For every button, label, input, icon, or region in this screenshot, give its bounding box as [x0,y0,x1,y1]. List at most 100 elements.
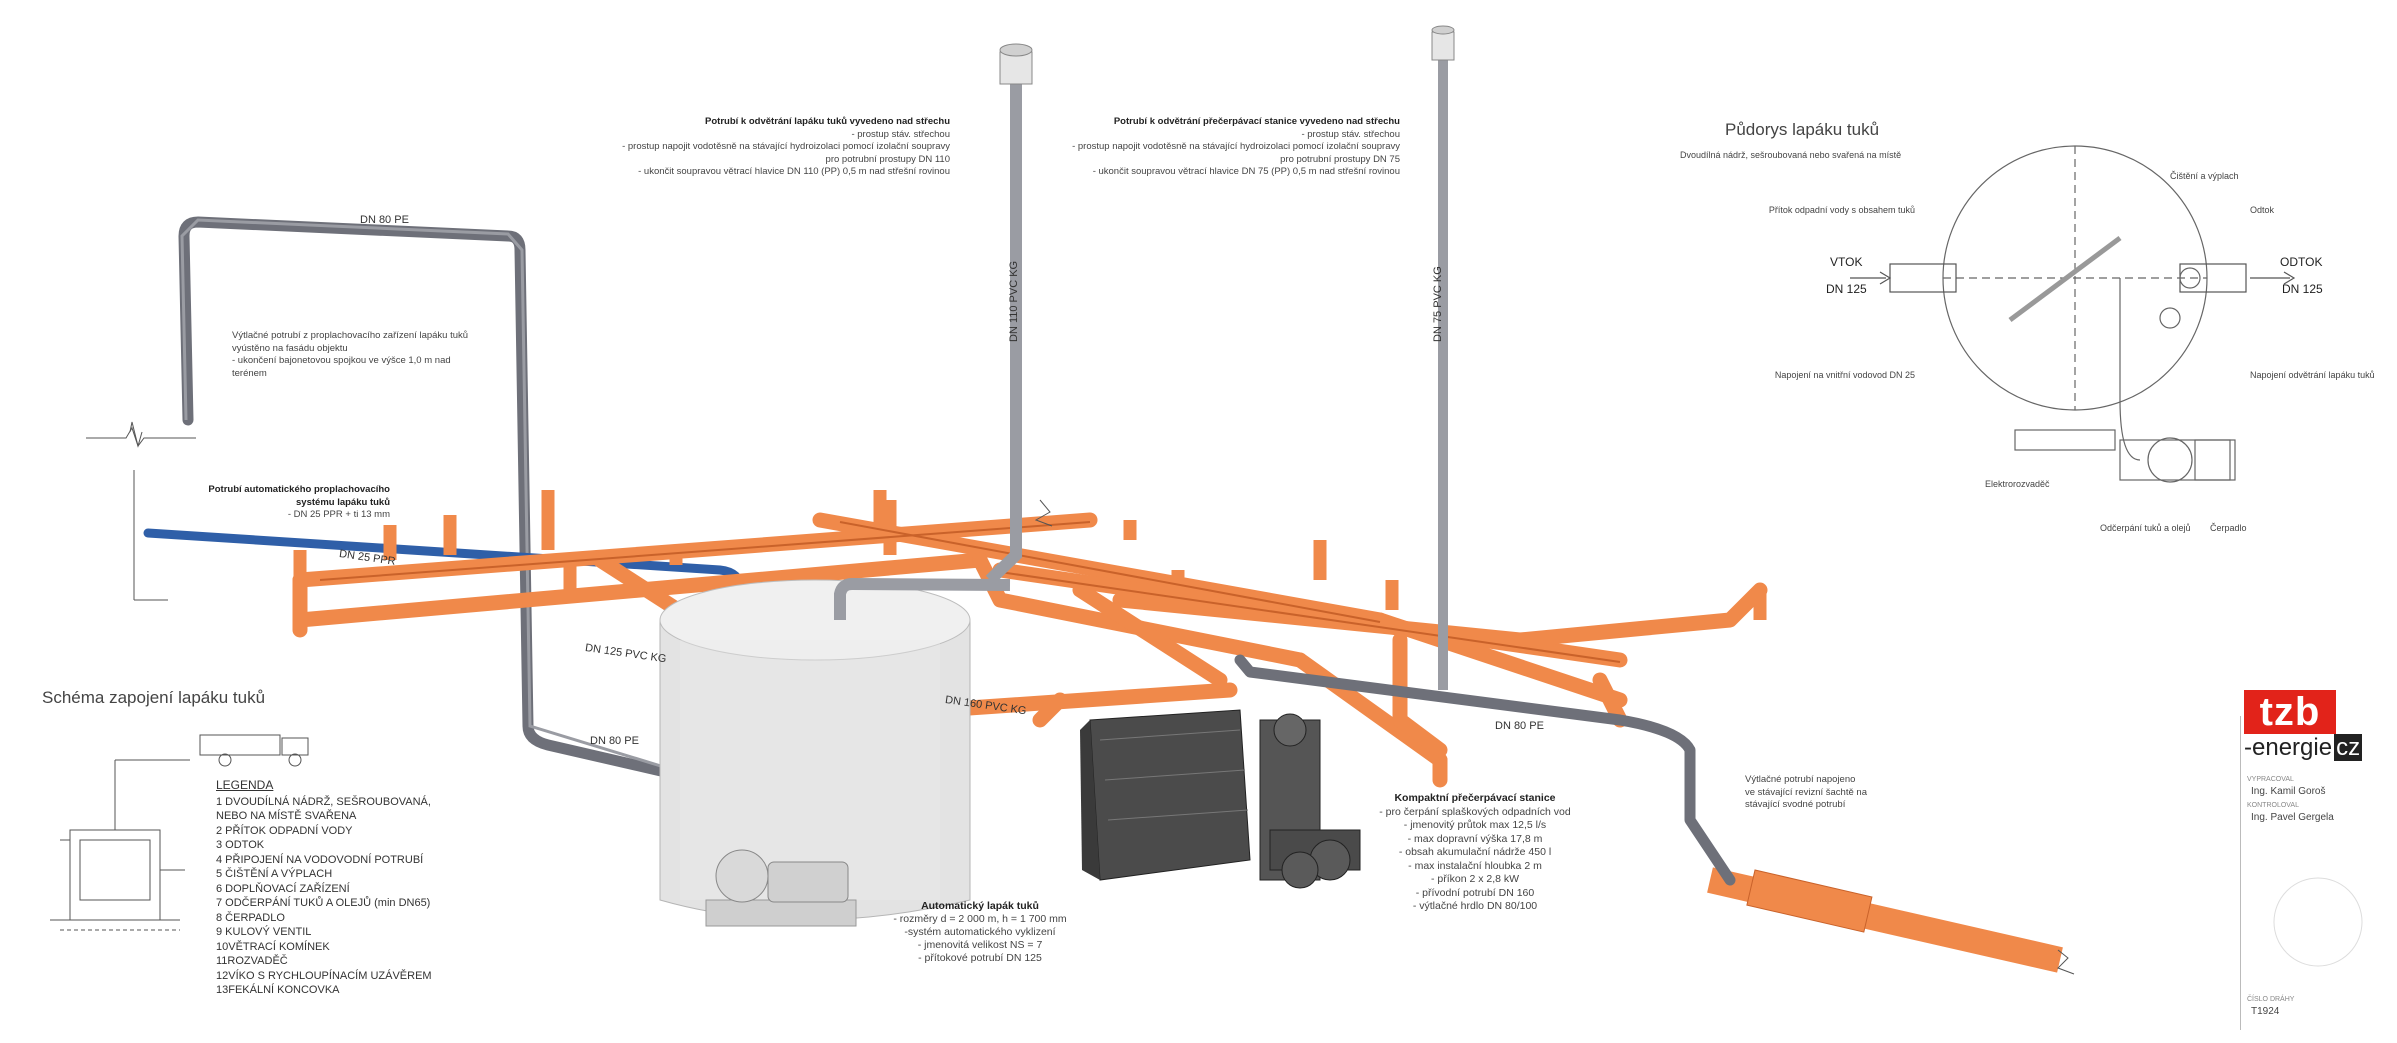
break-line [86,426,196,448]
vent-pipe-dn110 [985,43,1033,585]
legend-item: 13FEKÁLNÍ KONCOVKA [216,984,340,996]
callout-vent-pump: Potrubí k odvětrání přečerpávací stanice… [1050,116,1400,179]
callout-line: - DN 25 PPR + ti 13 mm [287,509,390,520]
callout-line: - prostup stáv. střechou [1301,128,1400,140]
legend-item: 8 ČERPADLO [216,911,285,924]
callout-line: - ukončení bajonetovou spojkou ve výšce … [232,355,451,379]
callout-line: - prostup napojit vodotěsně na stávající… [622,141,950,152]
legend: LEGENDA 1 DVOUDÍLNÁ NÁDRŽ, SEŠROUBOVANÁ,… [216,778,432,998]
callout-line: Výtlačné potrubí napojeno [1745,774,1856,785]
plan-title: Půdorys lapáku tuků [1725,120,1880,139]
callout-line: - rozměry d = 2 000 m, h = 1 700 mm [893,913,1067,925]
callout-auto-trap: Automatický lapák tuků - rozměry d = 2 0… [870,900,1090,965]
stamp-circle [2273,877,2363,967]
callout-line: stávající svodné potrubí [1745,799,1846,810]
plan-vtok: VTOK [1830,255,1863,269]
vent-pipe-dn75 [1431,25,1455,690]
pvc-network [292,512,1768,788]
plan-label-inflow: Přítok odpadní vody s obsahem tuků [1768,205,1915,215]
tag-dn110: DN 110 PVC KG [1008,260,1020,342]
legend-item: 6 DOPLŇOVACÍ ZAŘÍZENÍ [216,882,350,895]
callout-line: - prostup stáv. střechou [851,128,950,140]
legend-item: 1 DVOUDÍLNÁ NÁDRŽ, SEŠROUBOVANÁ, [216,795,431,808]
callout-line: pro potrubní prostupy DN 75 [1280,153,1400,165]
legend-item: 11ROZVADĚČ [216,955,288,967]
callout-pump-station: Kompaktní přečerpávací stanice - pro čer… [1360,792,1590,914]
pump-station [1080,709,1361,889]
callout-line: pro potrubní prostupy DN 110 [825,153,950,165]
plan-odtok-dn: DN 125 [2282,282,2323,296]
callout-line: vyústěno na fasádu objektu [232,342,348,354]
callout-line: - ukončit soupravou větrací hlavice DN 1… [638,166,950,177]
callout-line: - prostup napojit vodotěsně na stávající… [1072,141,1400,152]
tag-dn80pe-top: DN 80 PE [360,214,409,226]
plan-label-pump: Čerpadlo [2210,523,2247,533]
tag-dn75: DN 75 PVC KG [1432,266,1444,342]
pvc-outfall-pipe [1707,867,2075,975]
plan-label-water: Napojení na vnitřní vodovod DN 25 [1774,370,1915,380]
callout-discharge: Výtlačné potrubí z proplachovacího zaříz… [232,330,472,380]
legend-item: 12VÍKO S RYCHLOUPÍNACÍM UZÁVĚREM [216,969,432,982]
plan-view [1850,145,2296,483]
callout-line: -systém automatického vyklizení [904,926,1056,938]
callout-pressure: Výtlačné potrubí napojeno ve stávající r… [1745,774,1905,812]
tag-dn80pe-mid: DN 80 PE [590,735,639,747]
logo-cz: cz [2334,734,2363,761]
plan-vtok-dn: DN 125 [1826,282,1867,296]
callout-vent-grease: Potrubí k odvětrání lapáku tuků vyvedeno… [610,116,950,179]
plan-label-outflow: Odtok [2250,205,2275,215]
plan-label-cleaning: Čištění a výplach [2170,171,2239,181]
callout-title: Kompaktní přečerpávací stanice [1394,792,1556,804]
legend-item: 10VĚTRACÍ KOMÍNEK [216,940,330,953]
callout-line: - obsah akumulační nádrže 450 l [1398,846,1552,858]
callout-title: Potrubí automatického proplachovacího sy… [208,484,390,508]
pe-pipe-right [1234,654,1736,886]
callout-line: - výtlačné hrdlo DN 80/100 [1412,900,1538,912]
callout-line: - max dopravní výška 17,8 m [1407,832,1543,845]
callout-line: - přítokové potrubí DN 125 [918,952,1042,964]
plan-label-vent: Napojení odvětrání lapáku tuků [2250,370,2375,380]
tb-label-number: ČÍSLO DRÁHY [2247,996,2295,1003]
callout-flush: Potrubí automatického proplachovacího sy… [200,484,390,522]
callout-line: - příkon 2 x 2,8 kW [1430,873,1520,885]
plan-odtok: ODTOK [2280,255,2323,269]
callout-title: Potrubí k odvětrání přečerpávací stanice… [1113,116,1400,127]
legend-item: 5 ČIŠTĚNÍ A VÝPLACH [216,868,333,880]
plan-label-switch: Elektrorozvaděč [1985,479,2050,489]
pvc-risers [293,490,1767,690]
tb-checker: Ing. Pavel Gergela [2251,812,2334,823]
logo-sub-text: -energie [2244,734,2333,761]
callout-line: Výtlačné potrubí z proplachovacího zaříz… [232,330,469,341]
legend-item: 9 KULOVÝ VENTIL [216,926,312,938]
legend-item: 2 PŘÍTOK ODPADNÍ VODY [216,824,353,837]
legend-item: 7 ODČERPÁNÍ TUKŮ A OLEJŮ (min DN65) [216,897,431,909]
schema-drawing [50,734,309,931]
grease-trap-tank [659,577,1011,921]
callout-line: - pro čerpání splaškových odpadních vod [1379,805,1571,818]
callout-title: Potrubí k odvětrání lapáku tuků vyvedeno… [705,116,950,127]
title-block: VYPRACOVAL Ing. Kamil Goroš KONTROLOVAL … [2240,716,2391,1030]
tb-label-author: VYPRACOVAL [2247,776,2294,783]
legend-item: 3 ODTOK [216,839,265,851]
callout-line: ve stávající revizní šachtě na [1745,786,1867,798]
callout-line: - jmenovitý průtok max 12,5 l/s [1403,819,1547,831]
trap-pump [705,849,857,927]
legend-heading: LEGENDA [216,778,274,792]
callout-line: - ukončit soupravou větrací hlavice DN 7… [1092,166,1400,177]
logo-main: tzb [2244,690,2336,734]
callout-title: Automatický lapák tuků [921,900,1039,912]
callout-line: - přívodní potrubí DN 160 [1415,886,1535,899]
callout-line: - max instalační hloubka 2 m [1408,859,1542,872]
legend-item: NEBO NA MÍSTĚ SVAŘENA [216,810,357,822]
schema-title: Schéma zapojení lapáku tuků [42,688,266,707]
plan-label-draw: Odčerpání tuků a olejů [2100,523,2191,533]
tb-label-check: KONTROLOVAL [2247,802,2299,809]
tb-author: Ing. Kamil Goroš [2251,786,2326,797]
callout-line: - jmenovitá velikost NS = 7 [917,939,1043,951]
tb-number: T1924 [2251,1006,2280,1017]
legend-item: 4 PŘIPOJENÍ NA VODOVODNÍ POTRUBÍ [216,853,424,866]
plan-label-tank: Dvoudílná nádrž, sešroubovaná nebo svaře… [1680,150,1902,160]
